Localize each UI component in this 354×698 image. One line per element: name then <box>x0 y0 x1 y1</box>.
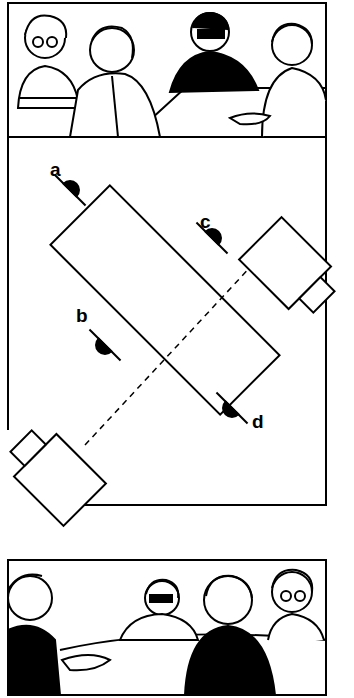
person-body <box>262 68 326 137</box>
person-body <box>268 614 324 640</box>
bottom-scene <box>8 560 326 695</box>
person-hair <box>193 13 228 30</box>
camera <box>0 420 106 526</box>
person-letter: a <box>50 160 61 179</box>
person-body <box>70 73 160 137</box>
glasses <box>295 591 305 601</box>
camera-sightline <box>85 262 255 445</box>
person-body <box>8 626 60 695</box>
person-hair <box>206 576 252 598</box>
person-hand <box>230 113 270 124</box>
camera <box>239 217 345 323</box>
sunglasses <box>198 30 224 38</box>
person-head <box>204 576 252 624</box>
person-hair <box>272 570 312 592</box>
glasses <box>33 37 43 47</box>
person-seat <box>210 392 247 429</box>
person-body <box>185 626 275 695</box>
person-seat <box>83 329 120 366</box>
shirt-stripe <box>20 97 78 99</box>
glasses <box>47 37 57 47</box>
glasses <box>281 591 291 601</box>
person-head <box>272 25 312 65</box>
panel-frame <box>8 560 326 695</box>
person-head <box>90 28 134 72</box>
person-letter: b <box>76 306 88 325</box>
person-body <box>18 66 78 108</box>
person-body <box>120 614 198 640</box>
person-hand <box>62 655 110 670</box>
panel-frame <box>8 3 326 137</box>
person-letter: d <box>252 412 264 431</box>
jacket-fold <box>112 76 118 137</box>
table <box>50 185 279 414</box>
person-hair <box>92 27 133 59</box>
person-letter: c <box>200 212 211 231</box>
person-hair <box>25 15 66 38</box>
person-hair <box>8 575 42 590</box>
person-body <box>170 52 258 92</box>
person-hair <box>272 24 312 44</box>
floor-plan <box>0 137 345 526</box>
person-head <box>272 572 312 612</box>
top-scene <box>8 3 326 137</box>
person-head <box>191 13 229 51</box>
sunglasses <box>150 595 172 602</box>
